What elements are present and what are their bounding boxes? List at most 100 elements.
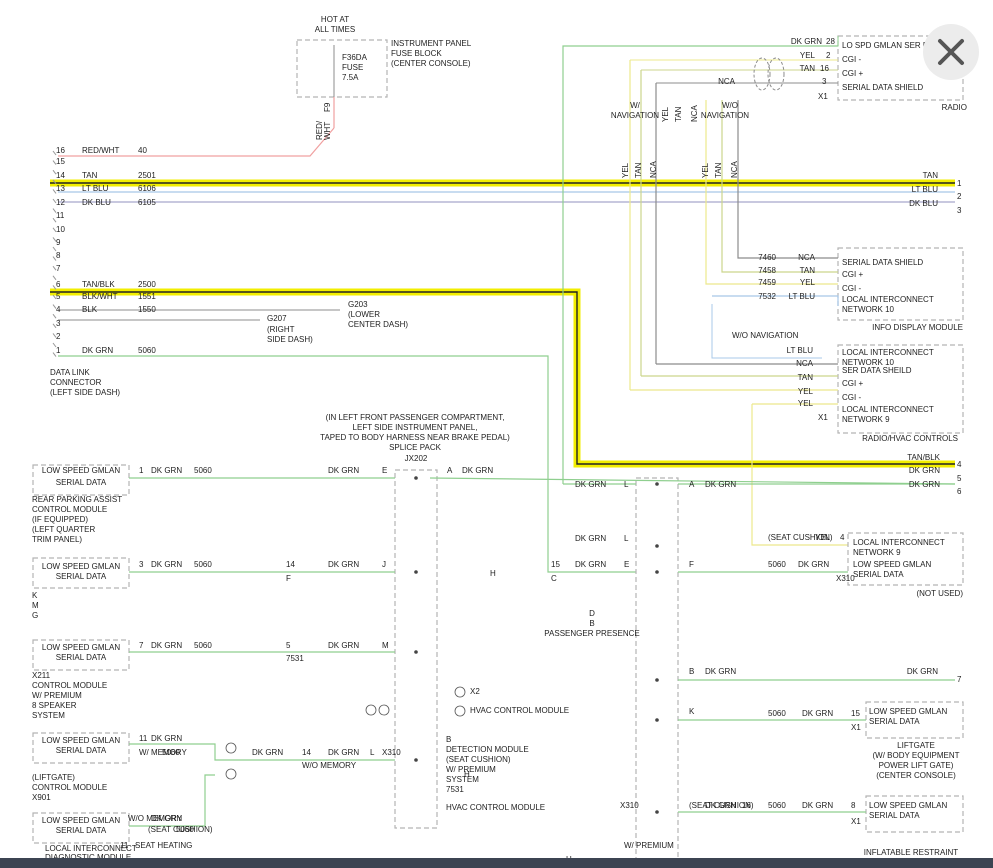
shield-symbol <box>767 57 785 91</box>
diagram-label: NCA <box>649 160 658 178</box>
diagram-label: CONTROL MODULE <box>32 783 107 792</box>
diagram-label: LOCAL INTERCONNECT <box>45 844 137 853</box>
diagram-label: REAR PARKING ASSIST <box>32 495 122 504</box>
diagram-label: 8 <box>851 801 856 810</box>
diagram-label: PASSENGER PRESENCE <box>544 629 639 638</box>
diagram-label: LOW SPEED GMLAN <box>42 562 120 571</box>
diagram-label: HVAC CONTROL MODULE <box>446 803 545 812</box>
diagram-label: LO SPD GMLAN SER DATA <box>842 41 944 50</box>
wire <box>52 160 57 165</box>
option-marker <box>454 686 466 698</box>
diagram-label: DK GRN <box>151 560 182 569</box>
diagram-label: 15 <box>851 709 860 718</box>
diagram-label: SERIAL DATA <box>56 478 107 487</box>
diagram-label: X310 <box>836 574 855 583</box>
diagram-label: NCA <box>798 253 816 262</box>
rear-parking-module-box <box>32 464 130 496</box>
diagram-label: X1 <box>851 817 861 826</box>
diagram-label: DK GRN <box>151 641 182 650</box>
wire <box>751 404 848 546</box>
diagram-label: 16 <box>742 801 751 810</box>
diagram-label: 14 <box>302 748 311 757</box>
diagram-label: NAVIGATION <box>611 111 659 120</box>
diagram-label: 7 <box>56 264 61 273</box>
diagram-label: 3 <box>139 560 144 569</box>
diagram-label: 7 <box>957 675 962 684</box>
diagram-label: G207 <box>267 314 287 323</box>
diagram-label: CENTER DASH) <box>348 320 408 329</box>
diagram-label: (SEAT CUSHION) <box>446 755 511 764</box>
diagram-label: W/ <box>630 101 641 110</box>
diagram-label: POWER LIFT GATE) <box>879 761 954 770</box>
diagram-label: 5060 <box>138 346 156 355</box>
diagram-label: SERIAL DATA <box>56 572 107 581</box>
wire <box>52 237 57 242</box>
diagram-label: CGI + <box>842 270 863 279</box>
inflatable-restraint-box <box>865 701 964 739</box>
diagram-label: X1 <box>818 92 828 101</box>
diagram-label: LOW SPEED GMLAN <box>42 816 120 825</box>
diagram-label: 28 <box>826 37 835 46</box>
diagram-label: TAN <box>82 171 98 180</box>
diagram-label: SERIAL DATA <box>56 653 107 662</box>
diagram-label: 3 <box>56 319 61 328</box>
diagram-label: 3 <box>822 77 827 86</box>
diagram-label: B <box>446 735 451 744</box>
diagram-label: 7 <box>139 641 144 650</box>
diagram-label: TAN <box>714 162 723 178</box>
diagram-label: 6105 <box>138 198 156 207</box>
diagram-label: CGI - <box>842 284 861 293</box>
diagram-label: X310 <box>382 748 401 757</box>
diagram-label: M <box>32 601 39 610</box>
wire <box>52 246 57 252</box>
fuse-block-box <box>296 39 388 98</box>
wire <box>52 313 57 319</box>
option-marker <box>378 704 390 716</box>
diagram-label: DK GRN <box>798 560 829 569</box>
diagram-label: DK GRN <box>802 709 833 718</box>
wire <box>52 208 57 213</box>
diagram-label: YEL <box>798 399 814 408</box>
diagram-label: W/ PREMIUM <box>446 765 496 774</box>
diagram-label: X310 <box>620 801 639 810</box>
diagram-label: (IN LEFT FRONT PASSENGER COMPARTMENT, <box>326 413 505 422</box>
diagram-label: X1 <box>818 413 828 422</box>
diagram-label: HVAC CONTROL MODULE <box>470 706 569 715</box>
diagram-label: (LIFTGATE) <box>32 773 75 782</box>
wire <box>52 285 57 290</box>
diagram-label: 3 <box>957 206 962 215</box>
diagram-label: 2501 <box>138 171 156 180</box>
diagram-label: 1 <box>957 179 962 188</box>
diagram-label: 15 <box>56 157 65 166</box>
diagram-label: LT BLU <box>912 185 939 194</box>
wire <box>58 127 335 157</box>
wire <box>52 179 57 185</box>
diagram-label: 10 <box>56 225 65 234</box>
diagram-label: YEL <box>701 162 710 178</box>
diagram-label: LOW SPEED GMLAN <box>853 560 931 569</box>
wire <box>52 198 57 204</box>
diagram-label: 12 <box>56 198 65 207</box>
diagram-label: LOW SPEED GMLAN <box>869 801 947 810</box>
wire <box>129 743 395 761</box>
wire <box>562 45 838 484</box>
diagram-label: W/ MEMORY <box>139 748 188 757</box>
diagram-label: A <box>447 466 453 475</box>
diagram-label: NCA <box>730 160 739 178</box>
diagram-label: DK GRN <box>252 748 283 757</box>
diagram-label: BLK/WHT <box>82 292 118 301</box>
close-button[interactable] <box>923 24 979 80</box>
diagram-label: TAPED TO BODY HARNESS NEAR BRAKE PEDAL) <box>320 433 510 442</box>
diagram-label: DK GRN <box>705 801 736 810</box>
diagram-label: SERIAL DATA <box>56 746 107 755</box>
diagram-label: 5060 <box>194 466 212 475</box>
wire <box>52 352 57 357</box>
diagram-label: TAN <box>800 266 816 275</box>
diagram-label: DK GRN <box>575 534 606 543</box>
diagram-label: DK GRN <box>151 466 182 475</box>
option-marker <box>225 742 237 754</box>
diagram-label: SERIAL DATA <box>853 570 904 579</box>
diagram-label: (LOWER <box>348 310 380 319</box>
diagram-label: CGI - <box>842 393 861 402</box>
